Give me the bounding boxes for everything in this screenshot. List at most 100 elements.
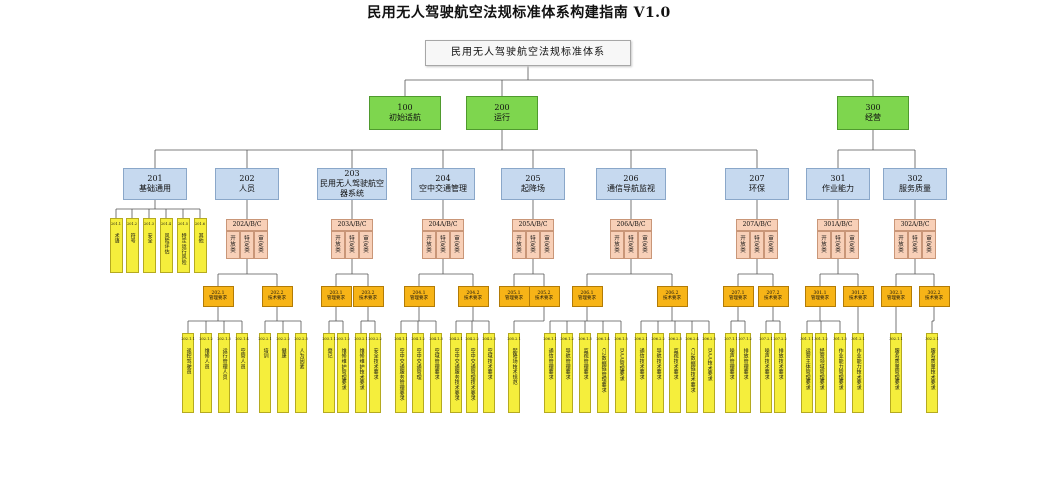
category-header-203A/B/C[interactable]: 203A/B/C: [331, 219, 373, 231]
category-header-207A/B/C[interactable]: 207A/B/C: [736, 219, 778, 231]
category-cell[interactable]: 开放类: [610, 231, 624, 259]
category-header-202A/B/C[interactable]: 202A/B/C: [226, 219, 268, 231]
category-cell[interactable]: 开放类: [226, 231, 240, 259]
category-header-302A/B/C[interactable]: 302A/B/C: [894, 219, 936, 231]
category-cell[interactable]: 审定类: [764, 231, 778, 259]
category-cell[interactable]: 开放类: [894, 231, 908, 259]
category-cell[interactable]: 开放类: [512, 231, 526, 259]
category-cell[interactable]: 特定类: [750, 231, 764, 259]
category-cell[interactable]: 特定类: [908, 231, 922, 259]
category-cell[interactable]: 审定类: [359, 231, 373, 259]
category-cell[interactable]: 审定类: [450, 231, 464, 259]
category-cell[interactable]: 审定类: [845, 231, 859, 259]
category-header-204A/B/C[interactable]: 204A/B/C: [422, 219, 464, 231]
category-header-206A/B/C[interactable]: 206A/B/C: [610, 219, 652, 231]
category-cell[interactable]: 审定类: [540, 231, 554, 259]
category-header-301A/B/C[interactable]: 301A/B/C: [817, 219, 859, 231]
category-cell[interactable]: 开放类: [331, 231, 345, 259]
category-cell[interactable]: 开放类: [817, 231, 831, 259]
category-cell[interactable]: 审定类: [922, 231, 936, 259]
category-cell[interactable]: 审定类: [254, 231, 268, 259]
category-cell[interactable]: 特定类: [345, 231, 359, 259]
category-header-205A/B/C[interactable]: 205A/B/C: [512, 219, 554, 231]
root-node[interactable]: 民用无人驾驶航空法规标准体系: [425, 40, 631, 66]
category-cell[interactable]: 开放类: [736, 231, 750, 259]
category-cell[interactable]: 特定类: [831, 231, 845, 259]
category-cell[interactable]: 开放类: [422, 231, 436, 259]
category-cell[interactable]: 审定类: [638, 231, 652, 259]
category-cell[interactable]: 特定类: [526, 231, 540, 259]
category-cell[interactable]: 特定类: [436, 231, 450, 259]
category-cell[interactable]: 特定类: [240, 231, 254, 259]
